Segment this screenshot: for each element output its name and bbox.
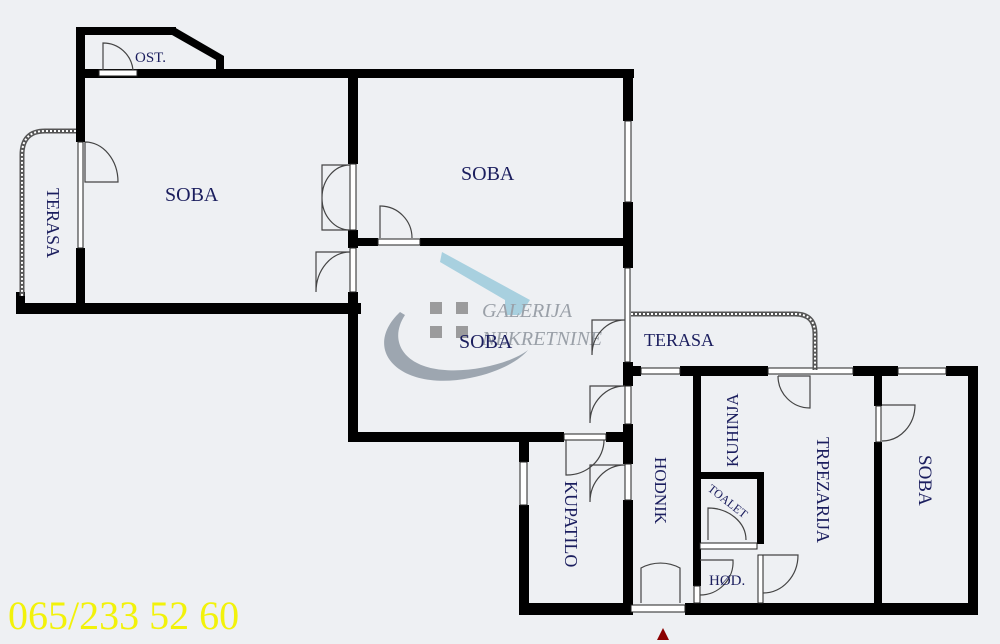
room-label-kupatilo: KUPATILO (561, 481, 581, 567)
watermark-line2: NEKRETNINE (481, 328, 602, 350)
room-label-ost: OST. (135, 50, 166, 66)
terrace-railings (19, 128, 818, 370)
doors (84, 42, 916, 603)
room-label-terasa-right: TERASA (644, 330, 714, 350)
room-label-toalet: TOALET (705, 481, 751, 521)
watermark-line1: GALERIJA (482, 300, 573, 322)
room-label-soba-right: SOBA (914, 455, 935, 506)
windows (77, 69, 947, 613)
contact-phone: 065/233 52 60 (8, 593, 240, 638)
room-label-soba-middle: SOBA (459, 331, 513, 353)
room-label-soba-left: SOBA (165, 184, 219, 206)
walls (16, 27, 978, 615)
room-label-soba-top: SOBA (461, 163, 515, 185)
room-label-trpezarija: TRPEZARIJA (813, 437, 833, 543)
room-label-kuhinja: KUHINJA (723, 393, 742, 467)
watermark-logo-icon (384, 252, 530, 381)
entrance-marker-icon (657, 628, 669, 640)
room-label-hod: HØD. (709, 573, 745, 589)
room-label-hodnik: HODNIK (651, 457, 670, 525)
room-label-terasa-left: TERASA (43, 188, 63, 258)
